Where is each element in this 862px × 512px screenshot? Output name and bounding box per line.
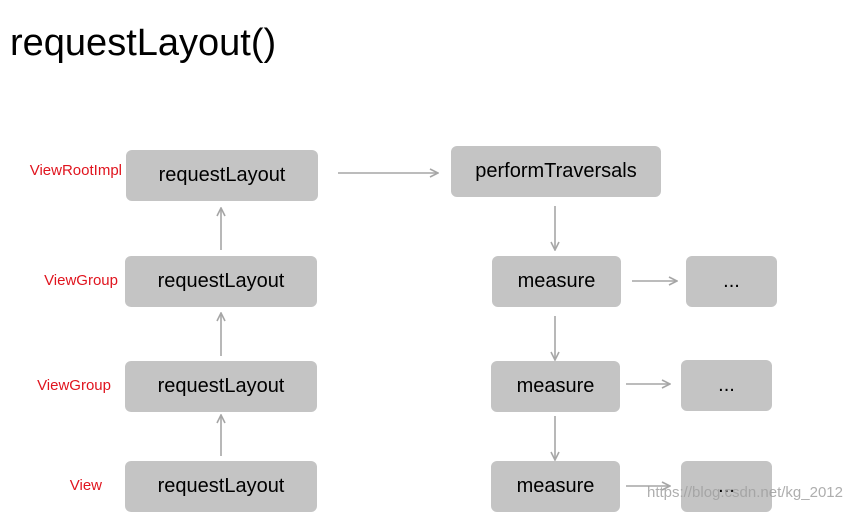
- request-layout-box-view: requestLayout: [125, 461, 317, 512]
- page-title: requestLayout(): [10, 22, 277, 64]
- measure-box-2: measure: [491, 361, 620, 412]
- perform-traversals-box: performTraversals: [451, 146, 661, 197]
- label-view: View: [69, 477, 102, 494]
- request-layout-box-viewrootimpl: requestLayout: [126, 150, 318, 201]
- ellipsis-box-1: ...: [686, 256, 777, 307]
- label-viewgroup-2: ViewGroup: [37, 377, 111, 394]
- label-viewrootimpl: ViewRootImpl: [29, 162, 122, 179]
- ellipsis-box-3: ...: [681, 461, 772, 512]
- request-layout-box-viewgroup-1: requestLayout: [125, 256, 317, 307]
- request-layout-box-viewgroup-2: requestLayout: [125, 361, 317, 412]
- measure-box-1: measure: [492, 256, 621, 307]
- ellipsis-box-2: ...: [681, 360, 772, 411]
- watermark-url: https://blog.csdn.net/kg_2012: [647, 484, 843, 501]
- measure-box-3: measure: [491, 461, 620, 512]
- label-viewgroup-1: ViewGroup: [44, 272, 118, 289]
